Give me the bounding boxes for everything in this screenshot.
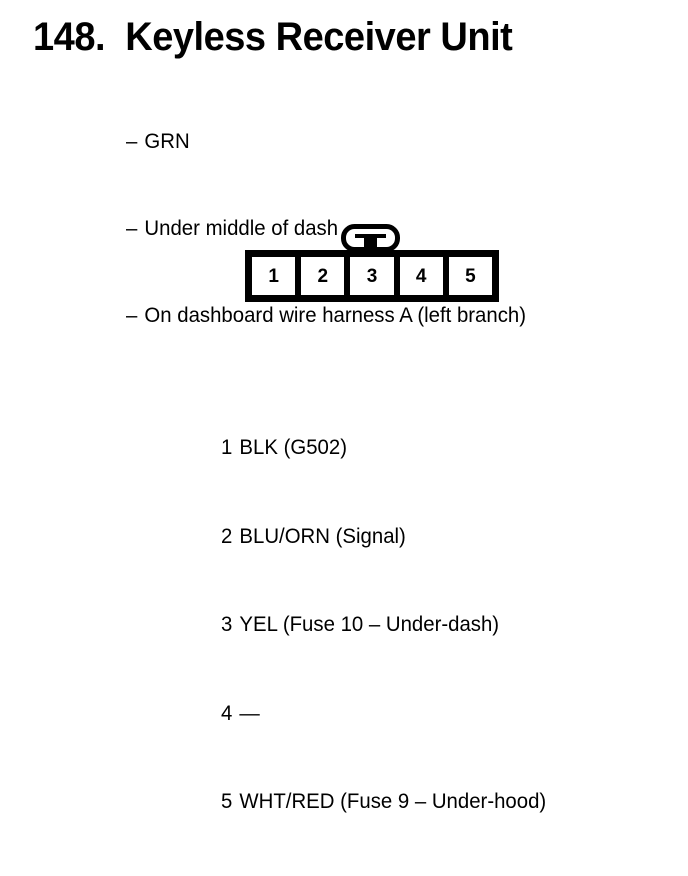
connector-body: 1 2 3 4 5 (245, 250, 499, 302)
list-item: –GRN (126, 127, 526, 156)
legend-pin-description: — (239, 701, 260, 725)
connector-latch-icon (341, 224, 400, 252)
list-item: –On dashboard wire harness A (left branc… (126, 301, 526, 330)
connector-pin-5: 5 (448, 257, 493, 295)
list-item-label: GRN (144, 130, 190, 153)
legend-pin-number: 2 (221, 524, 233, 548)
bullet-dash-icon: – (126, 304, 138, 327)
legend-pin-number: 4 (221, 701, 233, 725)
legend-row: 4 — (221, 699, 546, 729)
legend-row: 3 YEL (Fuse 10 – Under-dash) (221, 610, 546, 640)
legend-pin-description: BLK (G502) (239, 436, 347, 459)
detail-list: –GRN –Under middle of dash –On dashboard… (126, 69, 538, 388)
legend-pin-description: YEL (Fuse 10 – Under-dash) (239, 613, 500, 636)
legend-pin-number: 3 (221, 613, 233, 636)
legend-pin-description: BLU/ORN (Signal) (239, 524, 406, 548)
connector-pin-3: 3 (350, 257, 394, 295)
page-title: 148. Keyless Receiver Unit (33, 15, 513, 59)
page-canvas: 148. Keyless Receiver Unit –GRN –Under m… (33, 15, 546, 813)
bullet-dash-icon: – (126, 130, 138, 153)
legend-pin-number: 5 (221, 790, 233, 813)
legend-pin-number: 1 (221, 436, 233, 459)
connector-pin-4: 4 (399, 257, 443, 295)
connector-pin-2: 2 (301, 257, 345, 295)
list-item-label: Under middle of dash (144, 217, 339, 240)
list-item: –Under middle of dash (126, 214, 526, 243)
legend-pin-description: WHT/RED (Fuse 9 – Under-hood) (239, 790, 547, 813)
legend-row: 5 WHT/RED (Fuse 9 – Under-hood) (221, 787, 546, 817)
connector-pin-1: 1 (252, 257, 296, 295)
bullet-dash-icon: – (126, 217, 138, 240)
legend-row: 1 BLK (G502) (221, 433, 546, 463)
connector-diagram: 1 2 3 4 5 (245, 224, 499, 302)
pin-legend: 1 BLK (G502) 2 BLU/ORN (Signal) 3 YEL (F… (221, 374, 556, 876)
list-item-label: On dashboard wire harness A (left branch… (144, 304, 527, 327)
legend-row: 2 BLU/ORN (Signal) (221, 522, 546, 552)
